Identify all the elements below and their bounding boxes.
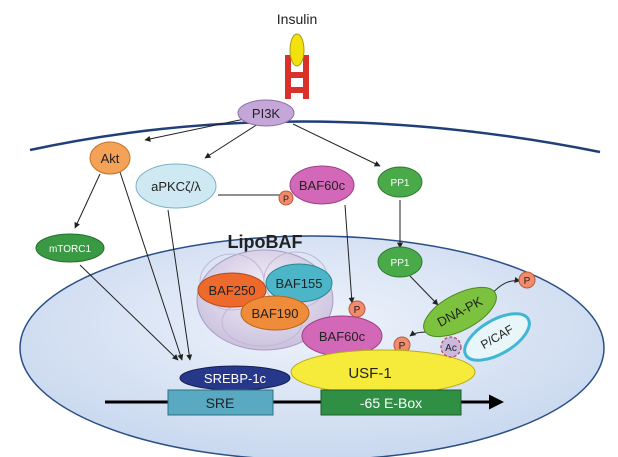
ebox-element xyxy=(320,389,462,416)
baf60c-cyto-label: BAF60c xyxy=(299,178,346,193)
dnapk-node xyxy=(423,286,497,338)
pp1-nuc-node xyxy=(377,246,423,278)
usf1-label: USF-1 xyxy=(348,365,391,382)
phospho-mark-label: P xyxy=(283,194,289,204)
apkc-node xyxy=(135,163,217,209)
insulin-receptor xyxy=(285,55,309,99)
phospho-mark xyxy=(348,300,366,318)
pp1-cyto-node xyxy=(377,166,423,198)
ebox-label: -65 E-Box xyxy=(360,395,422,411)
insulin-label: Insulin xyxy=(277,11,317,27)
baf250-node xyxy=(197,272,267,308)
apkc-label: aPKCζ/λ xyxy=(151,179,201,194)
pp1-nuc-label: PP1 xyxy=(391,258,410,269)
lipobaf-label: LipoBAF xyxy=(228,232,303,252)
baf190-label: BAF190 xyxy=(252,306,299,321)
baf250-label: BAF250 xyxy=(209,283,256,298)
cell-membrane xyxy=(29,120,601,154)
pi3k-label: PI3K xyxy=(252,106,281,121)
baf60c-nuc-label: BAF60c xyxy=(319,329,366,344)
signaling-arrows xyxy=(74,116,521,361)
pi3k-node xyxy=(237,99,295,127)
acetyl-mark xyxy=(440,336,462,358)
baf60c-cyto-node xyxy=(289,165,355,205)
sre-element xyxy=(167,389,274,416)
mtorc1-node xyxy=(35,233,105,263)
akt-label: Akt xyxy=(101,151,120,166)
baf190-node xyxy=(240,295,310,331)
srebp1c-label: SREBP-1c xyxy=(204,371,267,386)
phospho-mark-label: P xyxy=(524,276,531,287)
acetyl-mark-label: Ac xyxy=(445,343,457,354)
phospho-mark xyxy=(518,271,536,289)
pp1-cyto-label: PP1 xyxy=(391,178,410,189)
akt-node xyxy=(89,141,131,175)
phospho-mark xyxy=(278,190,294,206)
phospho-mark-label: P xyxy=(354,305,361,316)
mtorc1-label: mTORC1 xyxy=(49,244,91,255)
baf155-label: BAF155 xyxy=(276,276,323,291)
phospho-mark-label: P xyxy=(399,341,406,352)
pcaf-node xyxy=(463,312,531,362)
sre-label: SRE xyxy=(206,395,235,411)
insulin-molecule xyxy=(289,33,305,67)
